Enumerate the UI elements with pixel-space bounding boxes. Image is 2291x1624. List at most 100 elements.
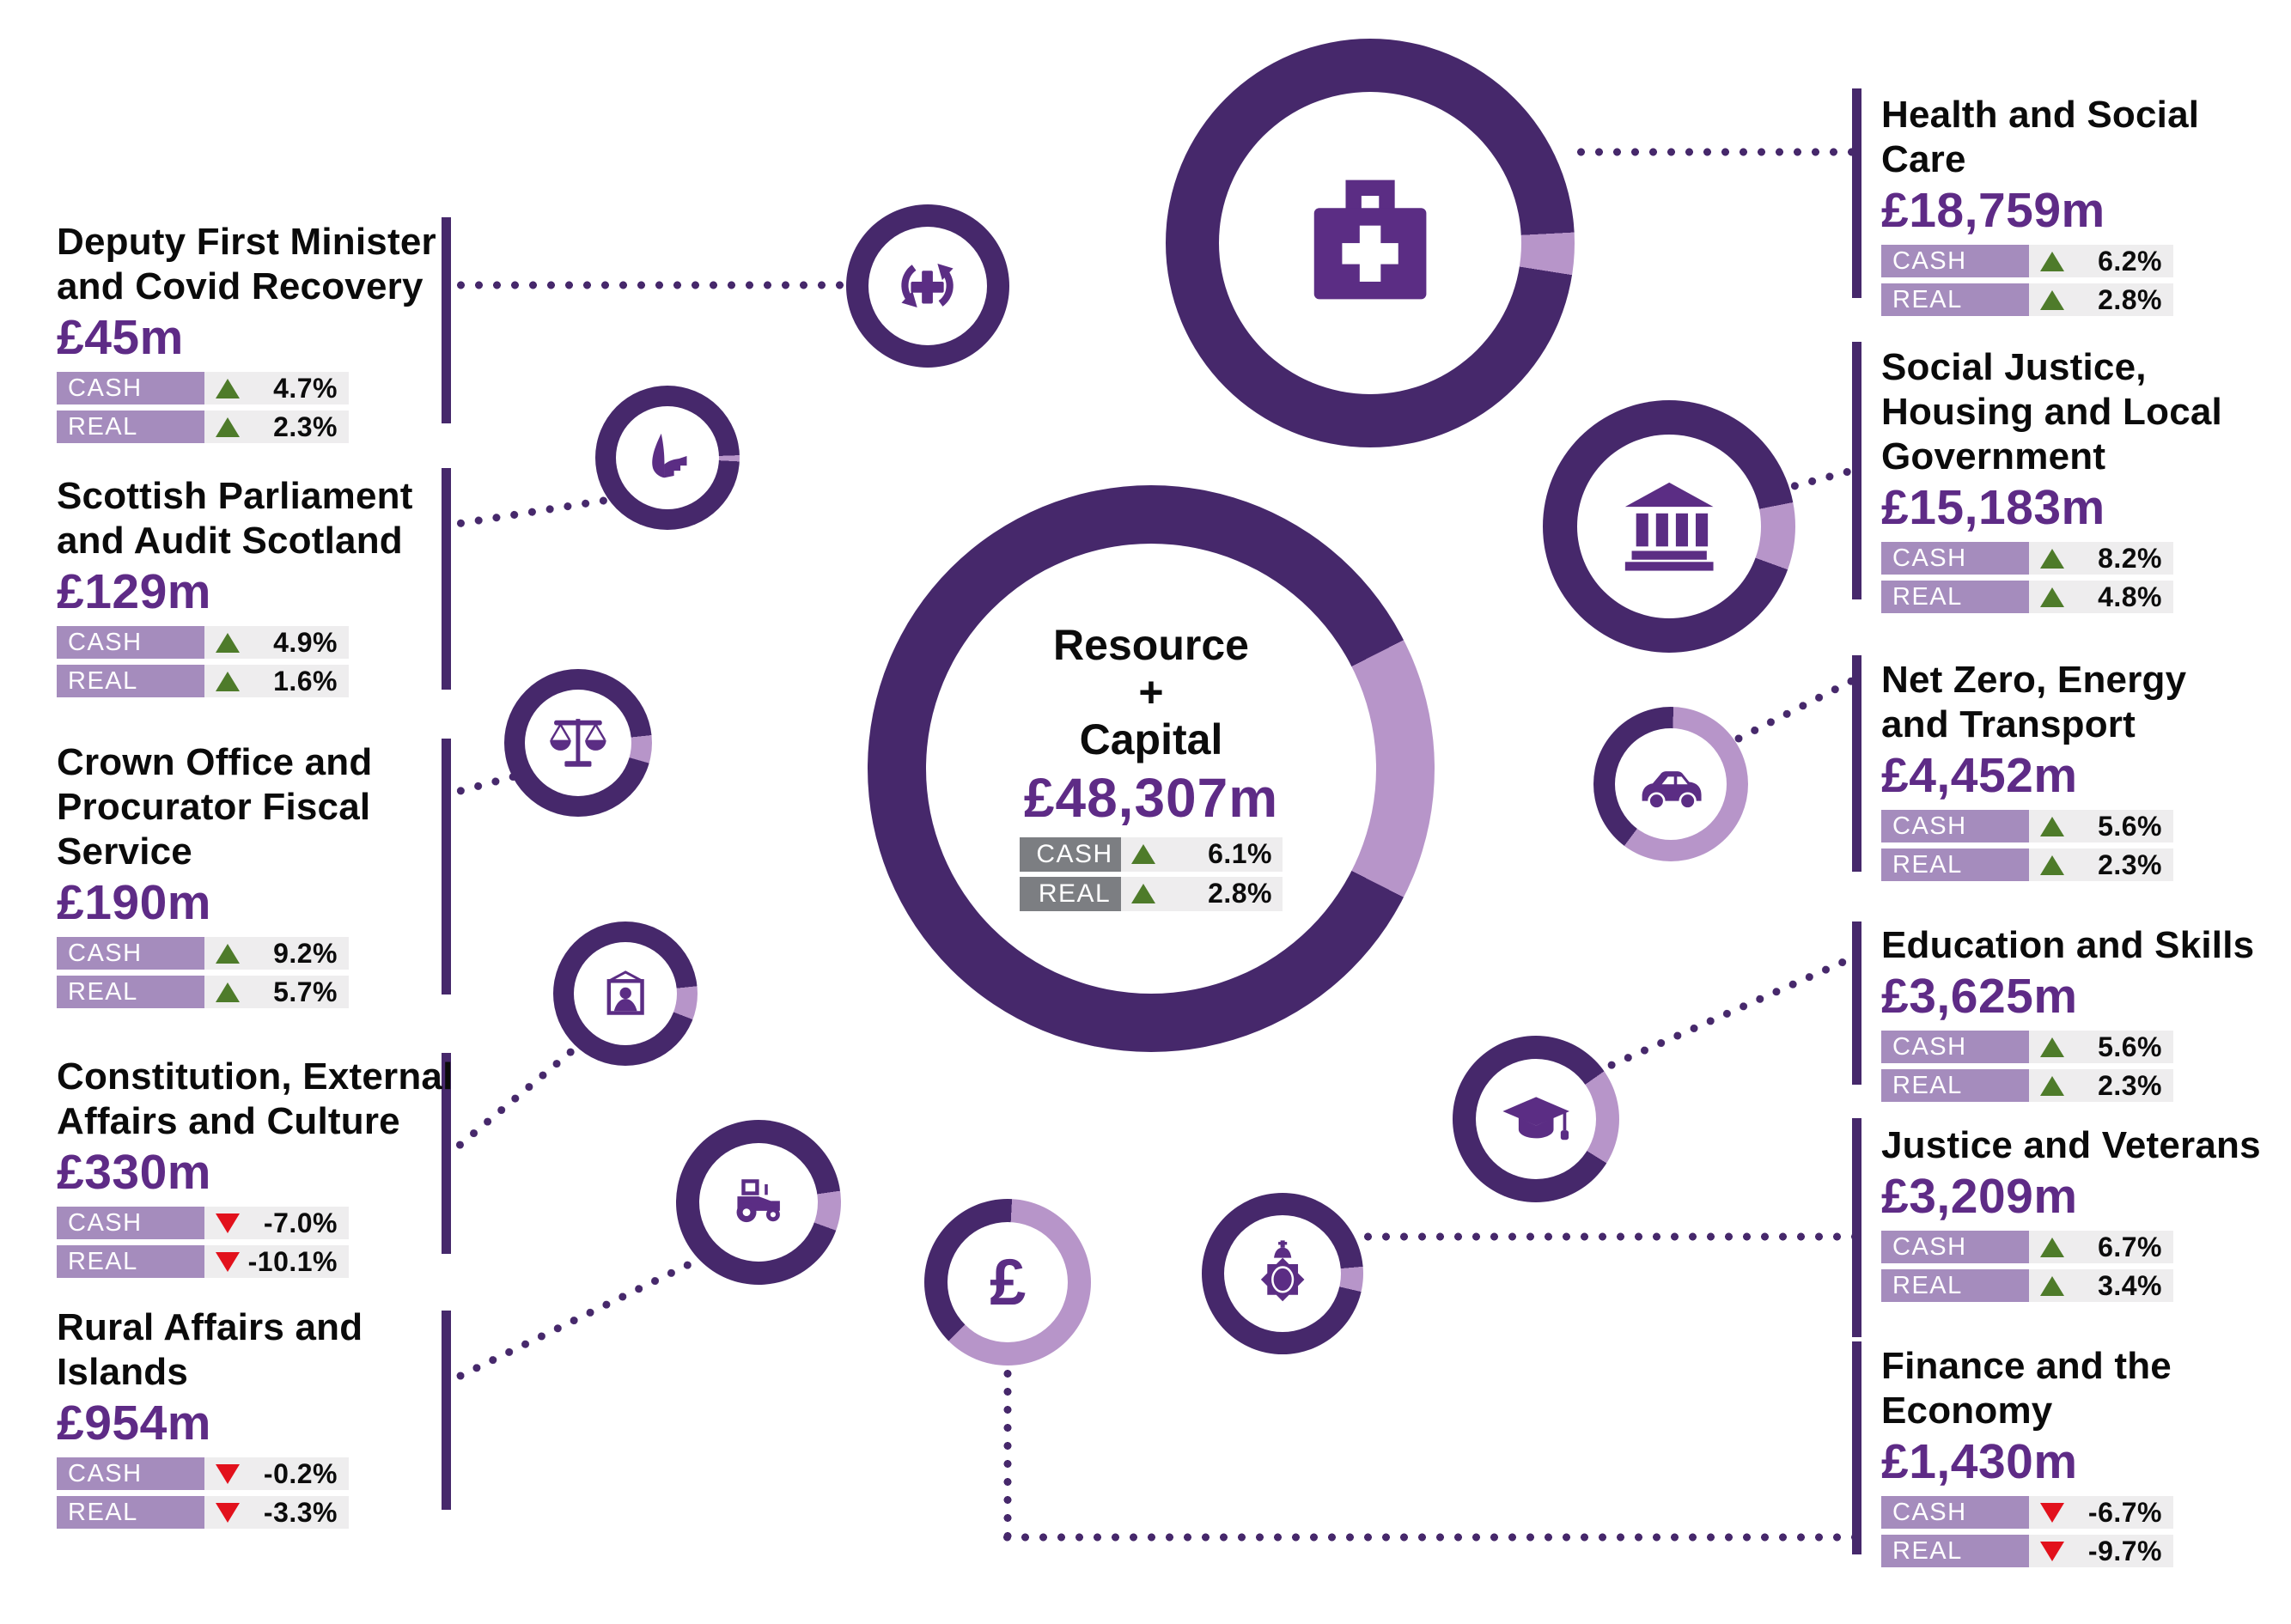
- medical-bag-icon: [1313, 179, 1427, 300]
- dept-crown-office: Crown Office and Procurator Fiscal Servi…: [57, 740, 452, 1014]
- dept-finance: Finance and the Economy £1,430m CASH -6.…: [1881, 1344, 2276, 1573]
- center-amount: £48,307m: [1023, 766, 1279, 829]
- real-value: 2.8%: [1208, 878, 1272, 909]
- cash-label: CASH: [1881, 810, 2029, 842]
- parliament-quill-icon: [652, 433, 687, 478]
- cash-row: CASH -0.2%: [57, 1457, 349, 1490]
- svg-text:£: £: [990, 1246, 1026, 1319]
- trend-arrow-icon: [2040, 1275, 2064, 1296]
- dept-social-justice: Social Justice, Housing and Local Govern…: [1881, 345, 2276, 619]
- real-value: 5.7%: [273, 976, 338, 1007]
- portrait-frame-icon: [606, 970, 644, 1015]
- cash-label: CASH: [1020, 836, 1121, 872]
- cash-label: CASH: [1881, 1231, 2029, 1263]
- real-row: REAL 5.7%: [57, 976, 349, 1008]
- trend-arrow-icon: [1131, 884, 1155, 903]
- real-row: REAL 2.8%: [1881, 283, 2173, 316]
- real-row: REAL 1.6%: [57, 665, 349, 697]
- trend-arrow-icon: [216, 1502, 240, 1523]
- police-badge-icon: [1260, 1240, 1305, 1302]
- dept-title: Crown Office and Procurator Fiscal Servi…: [57, 741, 373, 873]
- divider: [442, 217, 451, 423]
- cash-label: CASH: [57, 1207, 204, 1239]
- connector-crown-office: [455, 772, 516, 796]
- cash-label: CASH: [57, 626, 204, 659]
- trend-arrow-icon: [2040, 1237, 2064, 1257]
- real-label: REAL: [1881, 848, 2029, 881]
- connector-rural-affairs: [454, 1255, 703, 1382]
- real-label: REAL: [1881, 1069, 2029, 1102]
- trend-arrow-icon: [2040, 1075, 2064, 1096]
- real-value: 2.8%: [2098, 283, 2162, 315]
- dept-title: Constitution, External Affairs and Cultu…: [57, 1055, 454, 1142]
- divider: [442, 1311, 451, 1510]
- trend-arrow-icon: [1131, 844, 1155, 864]
- real-label: REAL: [57, 1496, 204, 1529]
- cash-row: CASH 8.2%: [1881, 542, 2173, 575]
- dept-amount: £330m: [57, 1145, 211, 1200]
- cash-row: CASH -6.7%: [1881, 1496, 2173, 1529]
- donut-scottish-parliament: [595, 386, 740, 530]
- dept-amount: £190m: [57, 875, 211, 930]
- cash-label: CASH: [57, 372, 204, 404]
- tractor-icon: [736, 1179, 780, 1222]
- real-label: REAL: [1881, 283, 2029, 316]
- divider: [1852, 921, 1861, 1085]
- real-value: 2.3%: [273, 411, 338, 442]
- donut-justice: [1202, 1193, 1363, 1354]
- donut-social-justice: [1543, 400, 1795, 653]
- donut-health: [1166, 39, 1575, 447]
- real-row: REAL -10.1%: [57, 1245, 349, 1278]
- real-label: REAL: [1881, 581, 2029, 613]
- donut-finance: £: [924, 1199, 1091, 1365]
- cash-value: 4.7%: [273, 372, 338, 404]
- trend-arrow-icon: [216, 1251, 240, 1272]
- connector-social-justice: [1789, 465, 1859, 491]
- connector-health: [1577, 148, 1854, 156]
- dept-education: Education and Skills £3,625m CASH 5.6% R…: [1881, 923, 2276, 1108]
- cash-row: CASH 9.2%: [57, 937, 349, 970]
- car-icon: [1642, 770, 1702, 810]
- trend-arrow-icon: [2040, 548, 2064, 569]
- real-value: 1.6%: [273, 665, 338, 696]
- dept-amount: £129m: [57, 564, 211, 619]
- real-row: REAL -9.7%: [1881, 1535, 2173, 1567]
- real-value: -9.7%: [2087, 1535, 2162, 1566]
- center-total-text: Resource + Capital £48,307m CASH 6.1% RE…: [1020, 621, 1283, 916]
- dept-title: Net Zero, Energy and Transport: [1881, 659, 2187, 745]
- cash-value: -7.0%: [263, 1207, 338, 1238]
- dept-net-zero: Net Zero, Energy and Transport £4,452m C…: [1881, 658, 2276, 887]
- dept-rural-affairs: Rural Affairs and Islands £954m CASH -0.…: [57, 1305, 452, 1535]
- dept-title: Social Justice, Housing and Local Govern…: [1881, 346, 2222, 477]
- cash-value: -0.2%: [263, 1457, 338, 1489]
- divider: [1852, 655, 1861, 872]
- trend-arrow-icon: [2040, 855, 2064, 875]
- trend-arrow-icon: [216, 671, 240, 691]
- dept-title: Health and Social Care: [1881, 94, 2200, 180]
- connector-finance-horizontal: [1003, 1533, 1855, 1542]
- divider: [1852, 88, 1861, 298]
- cash-value: 5.6%: [2098, 1031, 2162, 1062]
- trend-arrow-icon: [2040, 1541, 2064, 1561]
- cash-label: CASH: [1881, 1496, 2029, 1529]
- cash-label: CASH: [57, 1457, 204, 1490]
- divider: [442, 739, 451, 994]
- dept-amount: £45m: [57, 310, 184, 365]
- cash-row: CASH 6.7%: [1881, 1231, 2173, 1263]
- cash-row: CASH 4.7%: [57, 372, 349, 404]
- trend-arrow-icon: [216, 982, 240, 1002]
- cash-label: CASH: [1881, 245, 2029, 277]
- connector-education: [1606, 952, 1857, 1071]
- real-row: REAL -3.3%: [57, 1496, 349, 1529]
- cash-row: CASH 6.2%: [1881, 245, 2173, 277]
- center-title: Capital: [1079, 715, 1223, 763]
- cash-row: CASH 5.6%: [1881, 810, 2173, 842]
- dept-deputy-first-minister: Deputy First Minister and Covid Recovery…: [57, 220, 452, 449]
- connector-scottish-parliament: [456, 495, 611, 528]
- cash-value: 5.6%: [2098, 810, 2162, 842]
- cash-row: CASH 4.9%: [57, 626, 349, 659]
- connector-deputy-first-minister: [457, 281, 846, 289]
- donut-constitution: [553, 921, 698, 1066]
- real-value: 3.4%: [2098, 1269, 2162, 1301]
- cash-value: 6.7%: [2098, 1231, 2162, 1262]
